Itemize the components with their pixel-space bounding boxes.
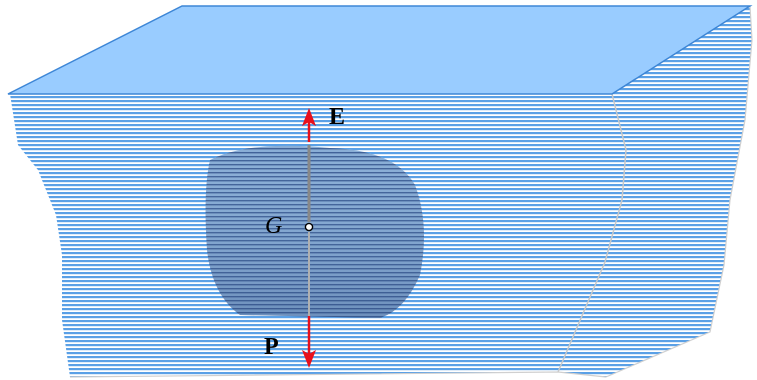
label-center-of-gravity: G [265,213,282,239]
label-buoyant-force: E [329,104,345,130]
front-side-edge [557,93,627,373]
weight-arrow [302,316,316,368]
water-side-face [558,6,752,377]
bottom-edge [69,371,607,378]
label-weight: P [264,334,279,360]
submerged-body [205,145,424,318]
water-surface [7,5,753,95]
buoyant-force-arrow [302,108,316,142]
center-of-gravity-marker [304,222,314,232]
side-outer-edge [605,5,753,378]
